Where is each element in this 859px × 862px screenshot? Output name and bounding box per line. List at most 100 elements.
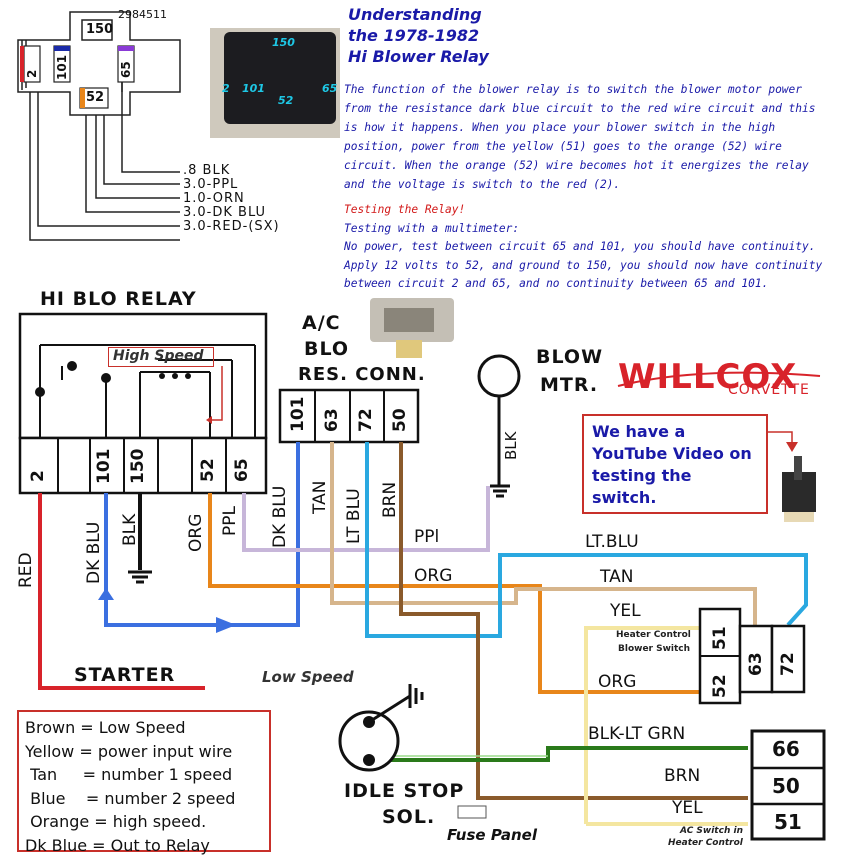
part-number: 2984511 (118, 8, 167, 21)
res-term-72: 72 (356, 408, 376, 432)
wire-label-blk-lt-grn: BLK-LT GRN (588, 724, 686, 744)
testing-line-3: Apply 12 volts to 52, and ground to 150,… (344, 258, 823, 272)
ac-term-50: 50 (772, 774, 800, 798)
conn-term-52: 52 (86, 90, 105, 105)
corvette-logo-text: CORVETTE (728, 382, 810, 398)
wire-label-ltblu: LT BLU (344, 488, 364, 544)
relay-term-52: 52 (198, 458, 218, 482)
heater-term-63: 63 (746, 652, 766, 676)
ac-switch (750, 729, 826, 841)
title-line-2: the 1978-1982 (348, 26, 480, 45)
title-line-1: Understanding (348, 5, 482, 24)
terminal-150-box (81, 19, 113, 41)
idle-stop-label-1: IDLE STOP (344, 780, 465, 802)
wire-label-dkblu-2: DK BLU (270, 485, 290, 548)
wire-label-ltblu-h: LT.BLU (585, 532, 639, 552)
conn-wire-orn: 1.0-ORN (183, 191, 245, 206)
youtube-callout[interactable]: We have a YouTube Video on testing the s… (582, 414, 768, 514)
relay-term-2: 2 (28, 470, 48, 482)
idle-stop-solenoid (338, 710, 400, 772)
connector-drawing (17, 11, 181, 241)
conn-wire-dkblu: 3.0-DK BLU (183, 205, 267, 220)
relay-box (18, 312, 268, 440)
legend-item-3: Tan = number 1 speed (25, 765, 233, 784)
ac-term-66: 66 (772, 737, 800, 761)
page-title: Understanding the 1978-1982 Hi Blower Re… (348, 4, 489, 67)
blow-mtr-label-2: MTR. (540, 374, 599, 396)
wire-label-ppl: PPL (220, 506, 240, 536)
heater-term-72: 72 (778, 652, 798, 676)
conn-term-150: 150 (86, 22, 114, 37)
heater-switch-72 (770, 624, 806, 694)
photo-label-101: 101 (242, 82, 265, 95)
conn-term-65: 65 (119, 61, 133, 78)
wire-label-blk-mtr: BLK (502, 431, 520, 460)
conn-term-101: 101 (55, 54, 69, 80)
relay-title: HI BLO RELAY (40, 288, 197, 310)
high-speed-label: High Speed (108, 347, 214, 367)
wire-label-red: RED (16, 552, 36, 588)
willcox-logo: WILLCOX (618, 357, 798, 397)
photo-label-2: 2 (222, 82, 230, 95)
testing-line-4: between circuit 2 and 65, and no continu… (344, 277, 769, 290)
legend-item-1: Brown = Low Speed (25, 718, 186, 737)
testing-line-2: No power, test between circuit 65 and 10… (344, 240, 816, 253)
legend-item-4: Blue = number 2 speed (25, 788, 236, 808)
legend-item-5: Orange = high speed. (25, 812, 207, 831)
blower-switch-icon (782, 456, 816, 522)
fuse-panel-label: Fuse Panel (447, 826, 537, 844)
wire-label-tan: TAN (310, 480, 330, 514)
wire-label-org-h: ORG (414, 566, 453, 586)
conn-wire-blk: .8 BLK (183, 163, 231, 178)
heater-caption-2: Blower Switch (618, 644, 691, 654)
starter-label: STARTER (74, 664, 176, 686)
blower-motor (477, 354, 521, 398)
wire-label-brn: BRN (380, 481, 400, 518)
res-term-63: 63 (322, 408, 342, 432)
relay-term-150: 150 (128, 448, 148, 485)
legend-item-6: Dk Blue = Out to Relay (25, 835, 210, 855)
relay-photo: 150 2 101 52 65 (210, 28, 340, 138)
wire-label-org: ORG (186, 513, 206, 552)
testing-heading: Testing the Relay! (344, 203, 466, 216)
relay-term-101: 101 (94, 448, 114, 485)
res-conn-title-1: A/C (302, 312, 341, 334)
res-conn-title-3: RES. CONN. (298, 364, 426, 385)
ac-caption-2: Heater Control (668, 838, 743, 848)
title-line-3: Hi Blower Relay (348, 47, 489, 66)
res-term-50: 50 (390, 408, 410, 432)
photo-label-65: 65 (322, 82, 338, 95)
heater-term-51: 51 (710, 626, 730, 650)
photo-label-52: 52 (278, 94, 294, 107)
wire-label-ppl-h: PPl (414, 527, 440, 547)
wire-label-yel-h2: YEL (672, 798, 703, 818)
ac-term-51: 51 (774, 810, 802, 834)
wire-label-blk: BLK (120, 513, 140, 546)
resistor-photo-icon (370, 298, 454, 358)
heater-caption-1: Heater Control (616, 630, 691, 640)
blow-mtr-label-1: BLOW (536, 346, 604, 368)
heater-term-52: 52 (710, 674, 730, 698)
res-conn-title-2: BLO (304, 338, 350, 360)
photo-label-150: 150 (272, 36, 295, 49)
res-term-101: 101 (288, 396, 308, 433)
color-legend: Brown = Low Speed Yellow = power input w… (17, 710, 271, 855)
wire-label-brn-h: BRN (664, 766, 701, 786)
conn-wire-ppl: 3.0-PPL (183, 177, 239, 192)
low-speed-label: Low Speed (262, 668, 354, 686)
idle-stop-label-2: SOL. (382, 806, 436, 828)
testing-line-1: Testing with a multimeter: (344, 221, 520, 235)
wire-label-org-h2: ORG (598, 672, 637, 692)
wire-label-yel-h: YEL (610, 601, 641, 621)
relay-term-65: 65 (232, 458, 252, 482)
description: The function of the blower relay is to s… (344, 83, 816, 191)
testing-section: Testing the Relay! Testing with a multim… (344, 201, 839, 294)
conn-wire-red: 3.0-RED-(SX) (183, 219, 280, 234)
conn-term-2: 2 (25, 69, 39, 78)
wire-label-tan-h: TAN (600, 567, 634, 587)
legend-item-2: Yellow = power input wire (25, 741, 233, 761)
ac-caption-1: AC Switch in (680, 826, 743, 836)
fuse-panel-icon (457, 805, 487, 819)
